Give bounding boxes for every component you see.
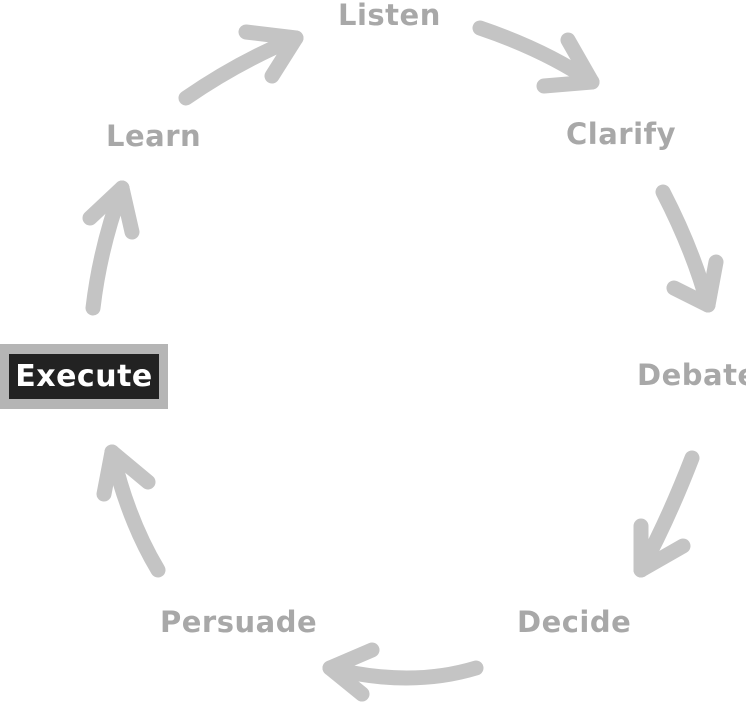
arrow-debate-to-decide [633, 450, 700, 578]
step-clarify: Clarify [566, 117, 677, 151]
arrow-learn-to-listen [178, 24, 304, 106]
arrow-execute-to-learn [82, 180, 140, 316]
step-debate: Debate [637, 358, 746, 392]
step-learn: Learn [106, 119, 202, 153]
current-step-highlight: Execute [9, 354, 159, 399]
step-execute: Execute [15, 359, 153, 394]
step-decide: Decide [517, 605, 632, 639]
arrow-decide-to-persuade [322, 642, 484, 702]
arrow-listen-to-clarify [472, 20, 600, 94]
arrow-persuade-to-execute [96, 444, 166, 578]
current-step-box: Execute [0, 344, 168, 409]
step-listen: Listen [338, 0, 441, 32]
arrow-clarify-to-debate [655, 184, 724, 313]
step-persuade: Persuade [160, 605, 318, 639]
